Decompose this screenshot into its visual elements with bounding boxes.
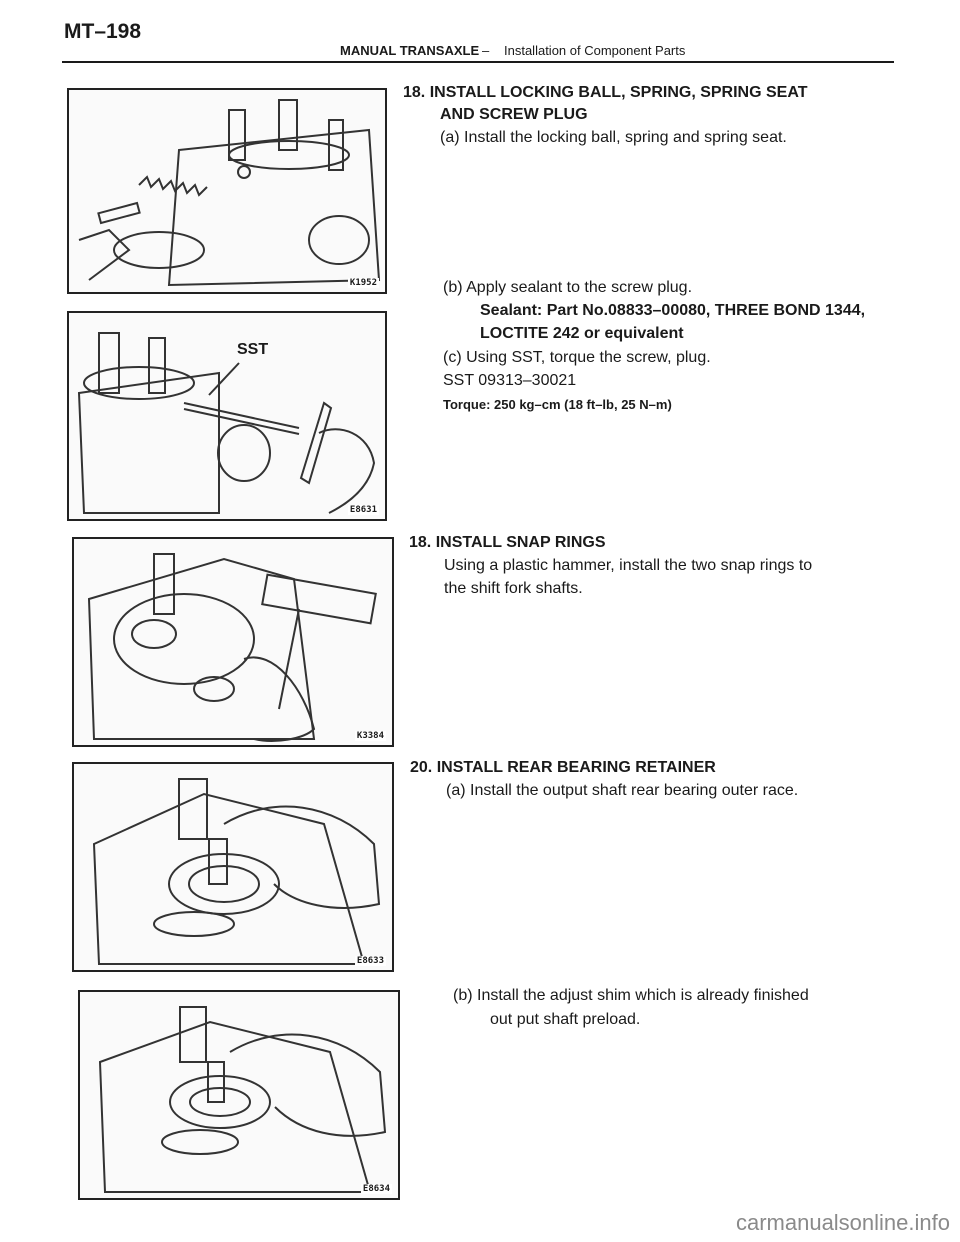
- instruction-b: (b) Apply sealant to the screw plug.: [443, 279, 693, 296]
- transaxle-adjust-shim-illustration: [98, 1006, 387, 1193]
- sst-number: SST 09313–30021: [443, 372, 577, 389]
- bearing-instruction-b: (b) Install the adjust shim which is alr…: [453, 987, 809, 1004]
- watermark: carmanualsonline.info: [735, 1210, 950, 1235]
- section-separator: –: [482, 43, 490, 58]
- header-rule: [62, 61, 894, 63]
- figure-code: E8631: [347, 505, 379, 515]
- subsection-title: Installation of Component Parts: [504, 43, 686, 58]
- snap-ring-instruction: Using a plastic hammer, install the two …: [444, 557, 813, 574]
- figure-code: K1952: [347, 278, 379, 288]
- instruction-a: (a) Install the locking ball, spring and…: [440, 129, 787, 146]
- transaxle-sst-torque-illustration: [77, 332, 376, 514]
- step-heading-locking-ball: 18. INSTALL LOCKING BALL, SPRING, SPRING…: [403, 84, 808, 101]
- sealant-spec-cont: LOCTITE 242 or equivalent: [480, 325, 684, 342]
- step-heading-rear-bearing: 20. INSTALL REAR BEARING RETAINER: [410, 759, 716, 776]
- section-title: MANUAL TRANSAXLE: [340, 43, 480, 58]
- step-heading-snap-rings: 18. INSTALL SNAP RINGS: [409, 534, 606, 551]
- sst-callout: SST: [237, 341, 269, 358]
- figure-snap-rings: K3384: [72, 537, 394, 747]
- sealant-spec: Sealant: Part No.08833–00080, THREE BOND…: [480, 302, 866, 319]
- figure-code: E8634: [360, 1184, 392, 1194]
- figure-rear-bearing-race: E8633: [72, 762, 394, 972]
- snap-ring-instruction-cont: the shift fork shafts.: [444, 580, 583, 597]
- figure-code: E8633: [354, 956, 386, 966]
- step-heading-locking-ball-cont: AND SCREW PLUG: [440, 106, 588, 123]
- figure-screw-plug-torque: SST E8631: [67, 311, 387, 521]
- figure-adjust-shim: E8634: [78, 990, 400, 1200]
- transaxle-snap-ring-illustration: [87, 553, 377, 742]
- bearing-instruction-b-cont: out put shaft preload.: [490, 1011, 641, 1028]
- torque-spec: Torque: 250 kg–cm (18 ft–lb, 25 N–m): [443, 397, 672, 412]
- transaxle-bearing-race-illustration: [92, 778, 381, 965]
- page-number: MT–198: [64, 20, 142, 43]
- figure-code: K3384: [354, 731, 386, 741]
- transaxle-locking-ball-illustration: [78, 99, 381, 287]
- figure-locking-ball: K1952: [67, 88, 387, 294]
- bearing-instruction-a: (a) Install the output shaft rear bearin…: [446, 782, 799, 799]
- instruction-c: (c) Using SST, torque the screw, plug.: [443, 349, 711, 366]
